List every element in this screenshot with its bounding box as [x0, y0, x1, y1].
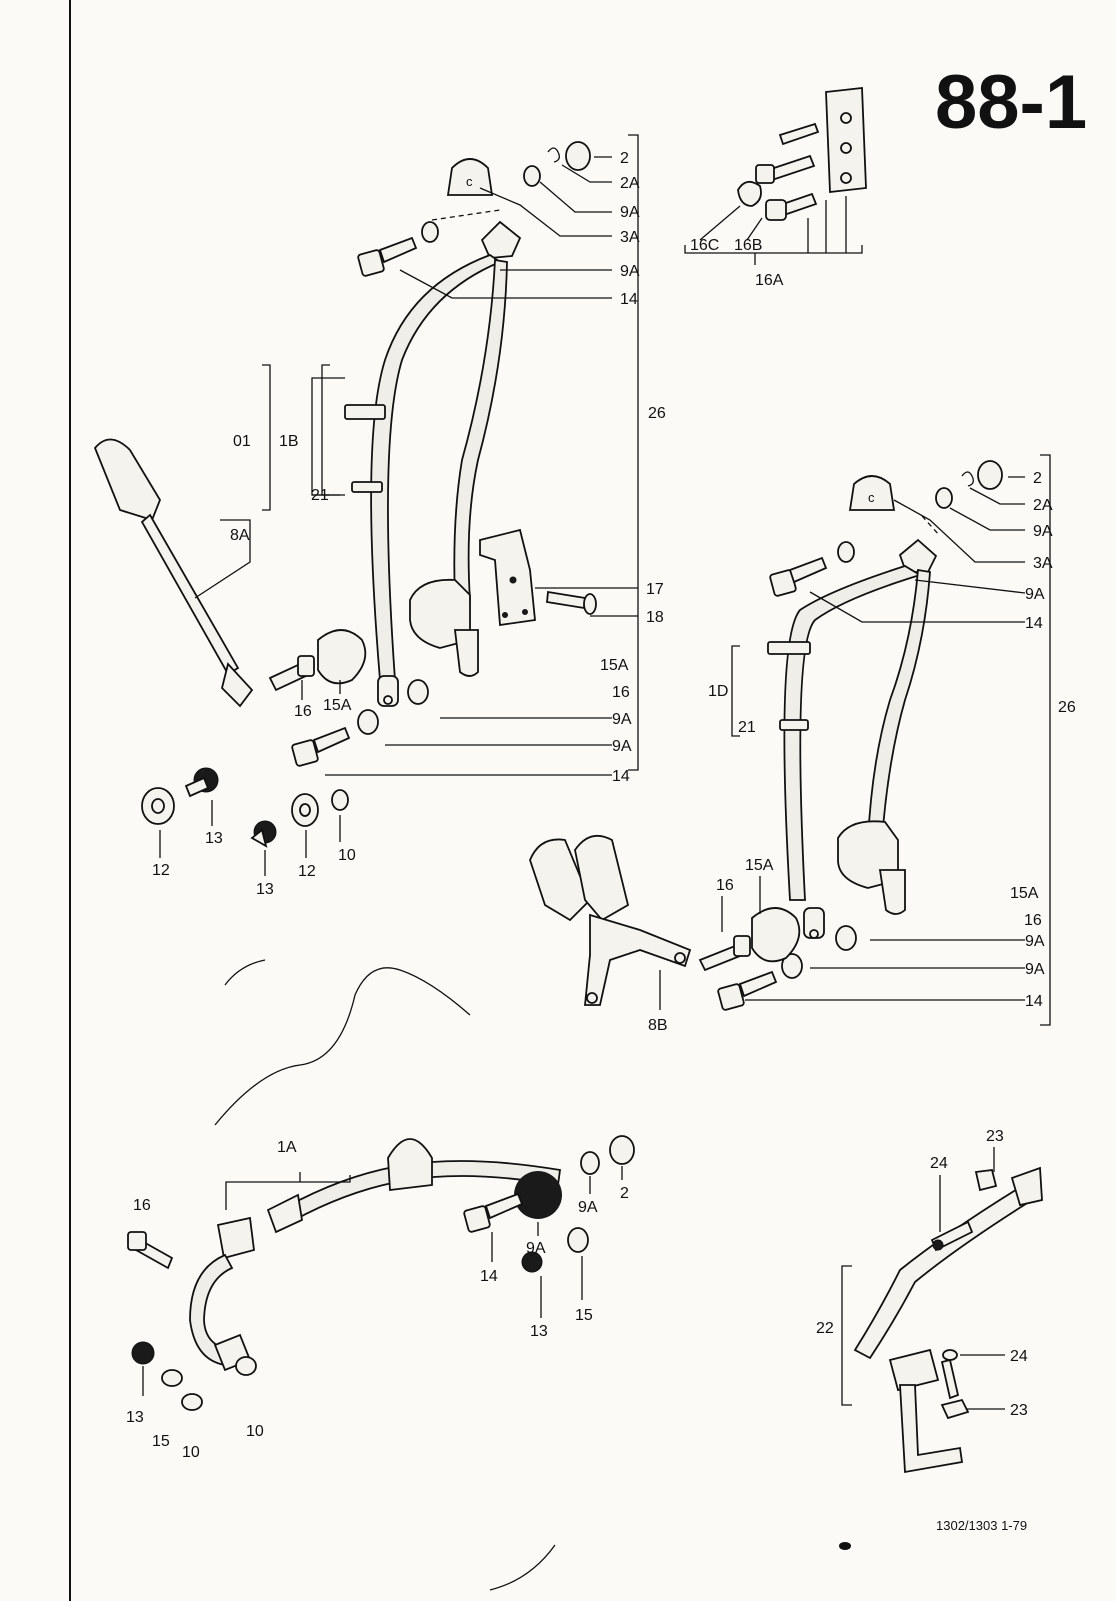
callout-9a: 9A: [1025, 586, 1045, 603]
callout-10: 10: [182, 1444, 200, 1461]
callout-16: 16: [716, 877, 734, 894]
callout-15a: 15A: [745, 857, 774, 874]
callout-16: 16: [133, 1197, 151, 1214]
callout-17: 17: [646, 581, 664, 598]
callout-26: 26: [648, 405, 666, 422]
callout-1b: 1B: [279, 433, 299, 450]
footer-code: 1302/1303 1-79: [936, 1518, 1027, 1533]
callout-10: 10: [246, 1423, 264, 1440]
callout-1d: 1D: [708, 683, 728, 700]
callout-14: 14: [480, 1268, 498, 1285]
callout-3a: 3A: [620, 229, 640, 246]
callout-10: 10: [338, 847, 356, 864]
callout-2: 2: [1033, 470, 1042, 487]
callout-13: 13: [530, 1323, 548, 1340]
callout-9a: 9A: [612, 711, 632, 728]
callout-12: 12: [152, 862, 170, 879]
callout-9a: 9A: [1033, 523, 1053, 540]
callout-14: 14: [1025, 615, 1043, 632]
callout-14: 14: [612, 768, 630, 785]
callout-24: 24: [930, 1155, 948, 1172]
svg-text:c: c: [868, 490, 875, 505]
callout-16: 16: [294, 703, 312, 720]
callout-9a: 9A: [1025, 961, 1045, 978]
callout-14: 14: [1025, 993, 1043, 1010]
lower-right-strap-assembly: 23 24 22 24 23: [816, 1128, 1043, 1474]
callout-12: 12: [298, 863, 316, 880]
callout-15: 15: [575, 1307, 593, 1324]
callout-16b: 16B: [734, 237, 762, 254]
callout-16: 16: [1024, 912, 1042, 929]
upper-left-belt-assembly: c: [93, 134, 666, 898]
callout-16c: 16C: [690, 237, 719, 254]
callout-15a: 15A: [600, 657, 629, 674]
svg-text:c: c: [466, 174, 473, 189]
callout-16: 16: [612, 684, 630, 701]
callout-2: 2: [620, 1185, 629, 1202]
callout-24: 24: [1010, 1348, 1028, 1365]
page-number: 88-1: [935, 60, 1087, 145]
callout-9a: 9A: [620, 263, 640, 280]
callout-15a: 15A: [323, 697, 352, 714]
lower-left-lap-belt-assembly: 1A 16 2 9A 9A 14 13 15 13 15 10 10: [126, 1135, 635, 1461]
callout-2a: 2A: [620, 175, 640, 192]
upper-right-belt-assembly: c: [529, 454, 1076, 1034]
callout-21: 21: [311, 487, 329, 504]
callout-2: 2: [620, 150, 629, 167]
callout-01: 01: [233, 433, 251, 450]
callout-8b: 8B: [648, 1017, 668, 1034]
callout-8a: 8A: [230, 527, 250, 544]
callout-23: 23: [1010, 1402, 1028, 1419]
callout-2a: 2A: [1033, 497, 1053, 514]
callout-21: 21: [738, 719, 756, 736]
callout-23: 23: [986, 1128, 1004, 1145]
callout-16a: 16A: [755, 272, 784, 289]
callout-9a: 9A: [578, 1199, 598, 1216]
mounting-plate-group: 16C 16B 16A: [684, 86, 867, 289]
callout-15a: 15A: [1010, 885, 1039, 902]
callout-9a: 9A: [526, 1240, 546, 1257]
callout-13: 13: [256, 881, 274, 898]
callout-13: 13: [205, 830, 223, 847]
callout-9a: 9A: [1025, 933, 1045, 950]
callout-1a: 1A: [277, 1139, 297, 1156]
callout-18: 18: [646, 609, 664, 626]
callout-3a: 3A: [1033, 555, 1053, 572]
callout-9a: 9A: [612, 738, 632, 755]
callout-15: 15: [152, 1433, 170, 1450]
callout-26: 26: [1058, 699, 1076, 716]
callout-14: 14: [620, 291, 638, 308]
callout-13: 13: [126, 1409, 144, 1426]
callout-22: 22: [816, 1320, 834, 1337]
callout-9a: 9A: [620, 204, 640, 221]
